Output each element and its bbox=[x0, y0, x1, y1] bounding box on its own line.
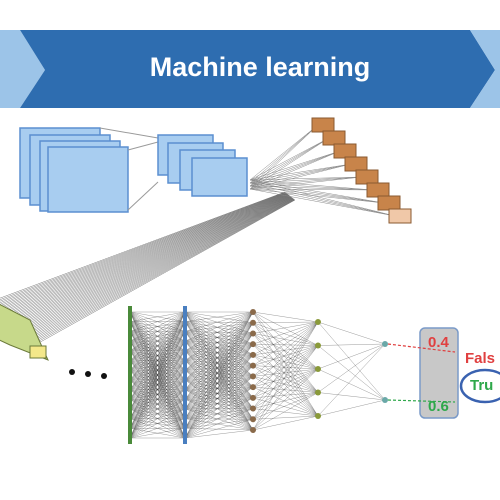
funnel-connections bbox=[0, 191, 296, 346]
conv-stack-small bbox=[157, 134, 248, 197]
neuron-node bbox=[250, 394, 256, 401]
neuron-node bbox=[250, 341, 256, 348]
neuron-node bbox=[250, 362, 256, 369]
output-box bbox=[419, 327, 459, 419]
neuron-node bbox=[250, 330, 256, 337]
neuron-node bbox=[250, 427, 256, 433]
feature-block bbox=[388, 208, 412, 224]
banner-left-chevron bbox=[0, 30, 45, 108]
input-layer bbox=[128, 306, 132, 444]
neuron-node bbox=[315, 366, 321, 372]
neuron-node bbox=[382, 397, 388, 403]
flattened-input-bar bbox=[0, 304, 49, 361]
conv-block bbox=[47, 146, 129, 213]
feature-block bbox=[333, 143, 357, 159]
neuron-node bbox=[315, 413, 321, 419]
feature-block bbox=[311, 117, 335, 133]
conv-block bbox=[191, 157, 248, 197]
feature-block bbox=[344, 156, 368, 172]
neuron-node bbox=[250, 384, 256, 391]
neuron-node bbox=[250, 416, 256, 423]
highlight-ellipse bbox=[459, 368, 500, 404]
ellipsis-dots bbox=[69, 369, 107, 379]
false-connector bbox=[387, 343, 456, 353]
neuron-node bbox=[250, 373, 256, 380]
feature-block bbox=[366, 182, 390, 198]
neuron-node bbox=[250, 405, 256, 412]
neuron-node bbox=[315, 342, 321, 349]
conv-stack-large bbox=[19, 127, 129, 213]
banner-right-chevron bbox=[470, 30, 500, 108]
banner bbox=[0, 30, 500, 108]
feature-block bbox=[322, 130, 346, 146]
neuron-node bbox=[382, 341, 388, 347]
feature-connections bbox=[249, 124, 396, 217]
neuron-node bbox=[250, 319, 256, 326]
input-end-cap bbox=[29, 345, 47, 359]
feature-block bbox=[377, 195, 401, 211]
feature-column bbox=[311, 117, 412, 224]
feature-block bbox=[355, 169, 379, 185]
stack-connectors bbox=[99, 127, 159, 211]
neuron-node bbox=[315, 389, 321, 396]
dense-network bbox=[128, 306, 388, 444]
false-label: Fals bbox=[465, 350, 496, 367]
neuron-node bbox=[315, 319, 321, 325]
neuron-node bbox=[250, 309, 256, 315]
true-connector bbox=[387, 399, 456, 403]
neuron-node bbox=[250, 351, 256, 358]
hidden-layer bbox=[183, 306, 187, 444]
banner-title: Machine learning bbox=[149, 52, 371, 82]
true-label: Tru bbox=[470, 377, 494, 394]
true-probability: 0.6 bbox=[428, 398, 449, 415]
false-probability: 0.4 bbox=[428, 334, 449, 351]
banner-main-arrow bbox=[20, 30, 495, 108]
